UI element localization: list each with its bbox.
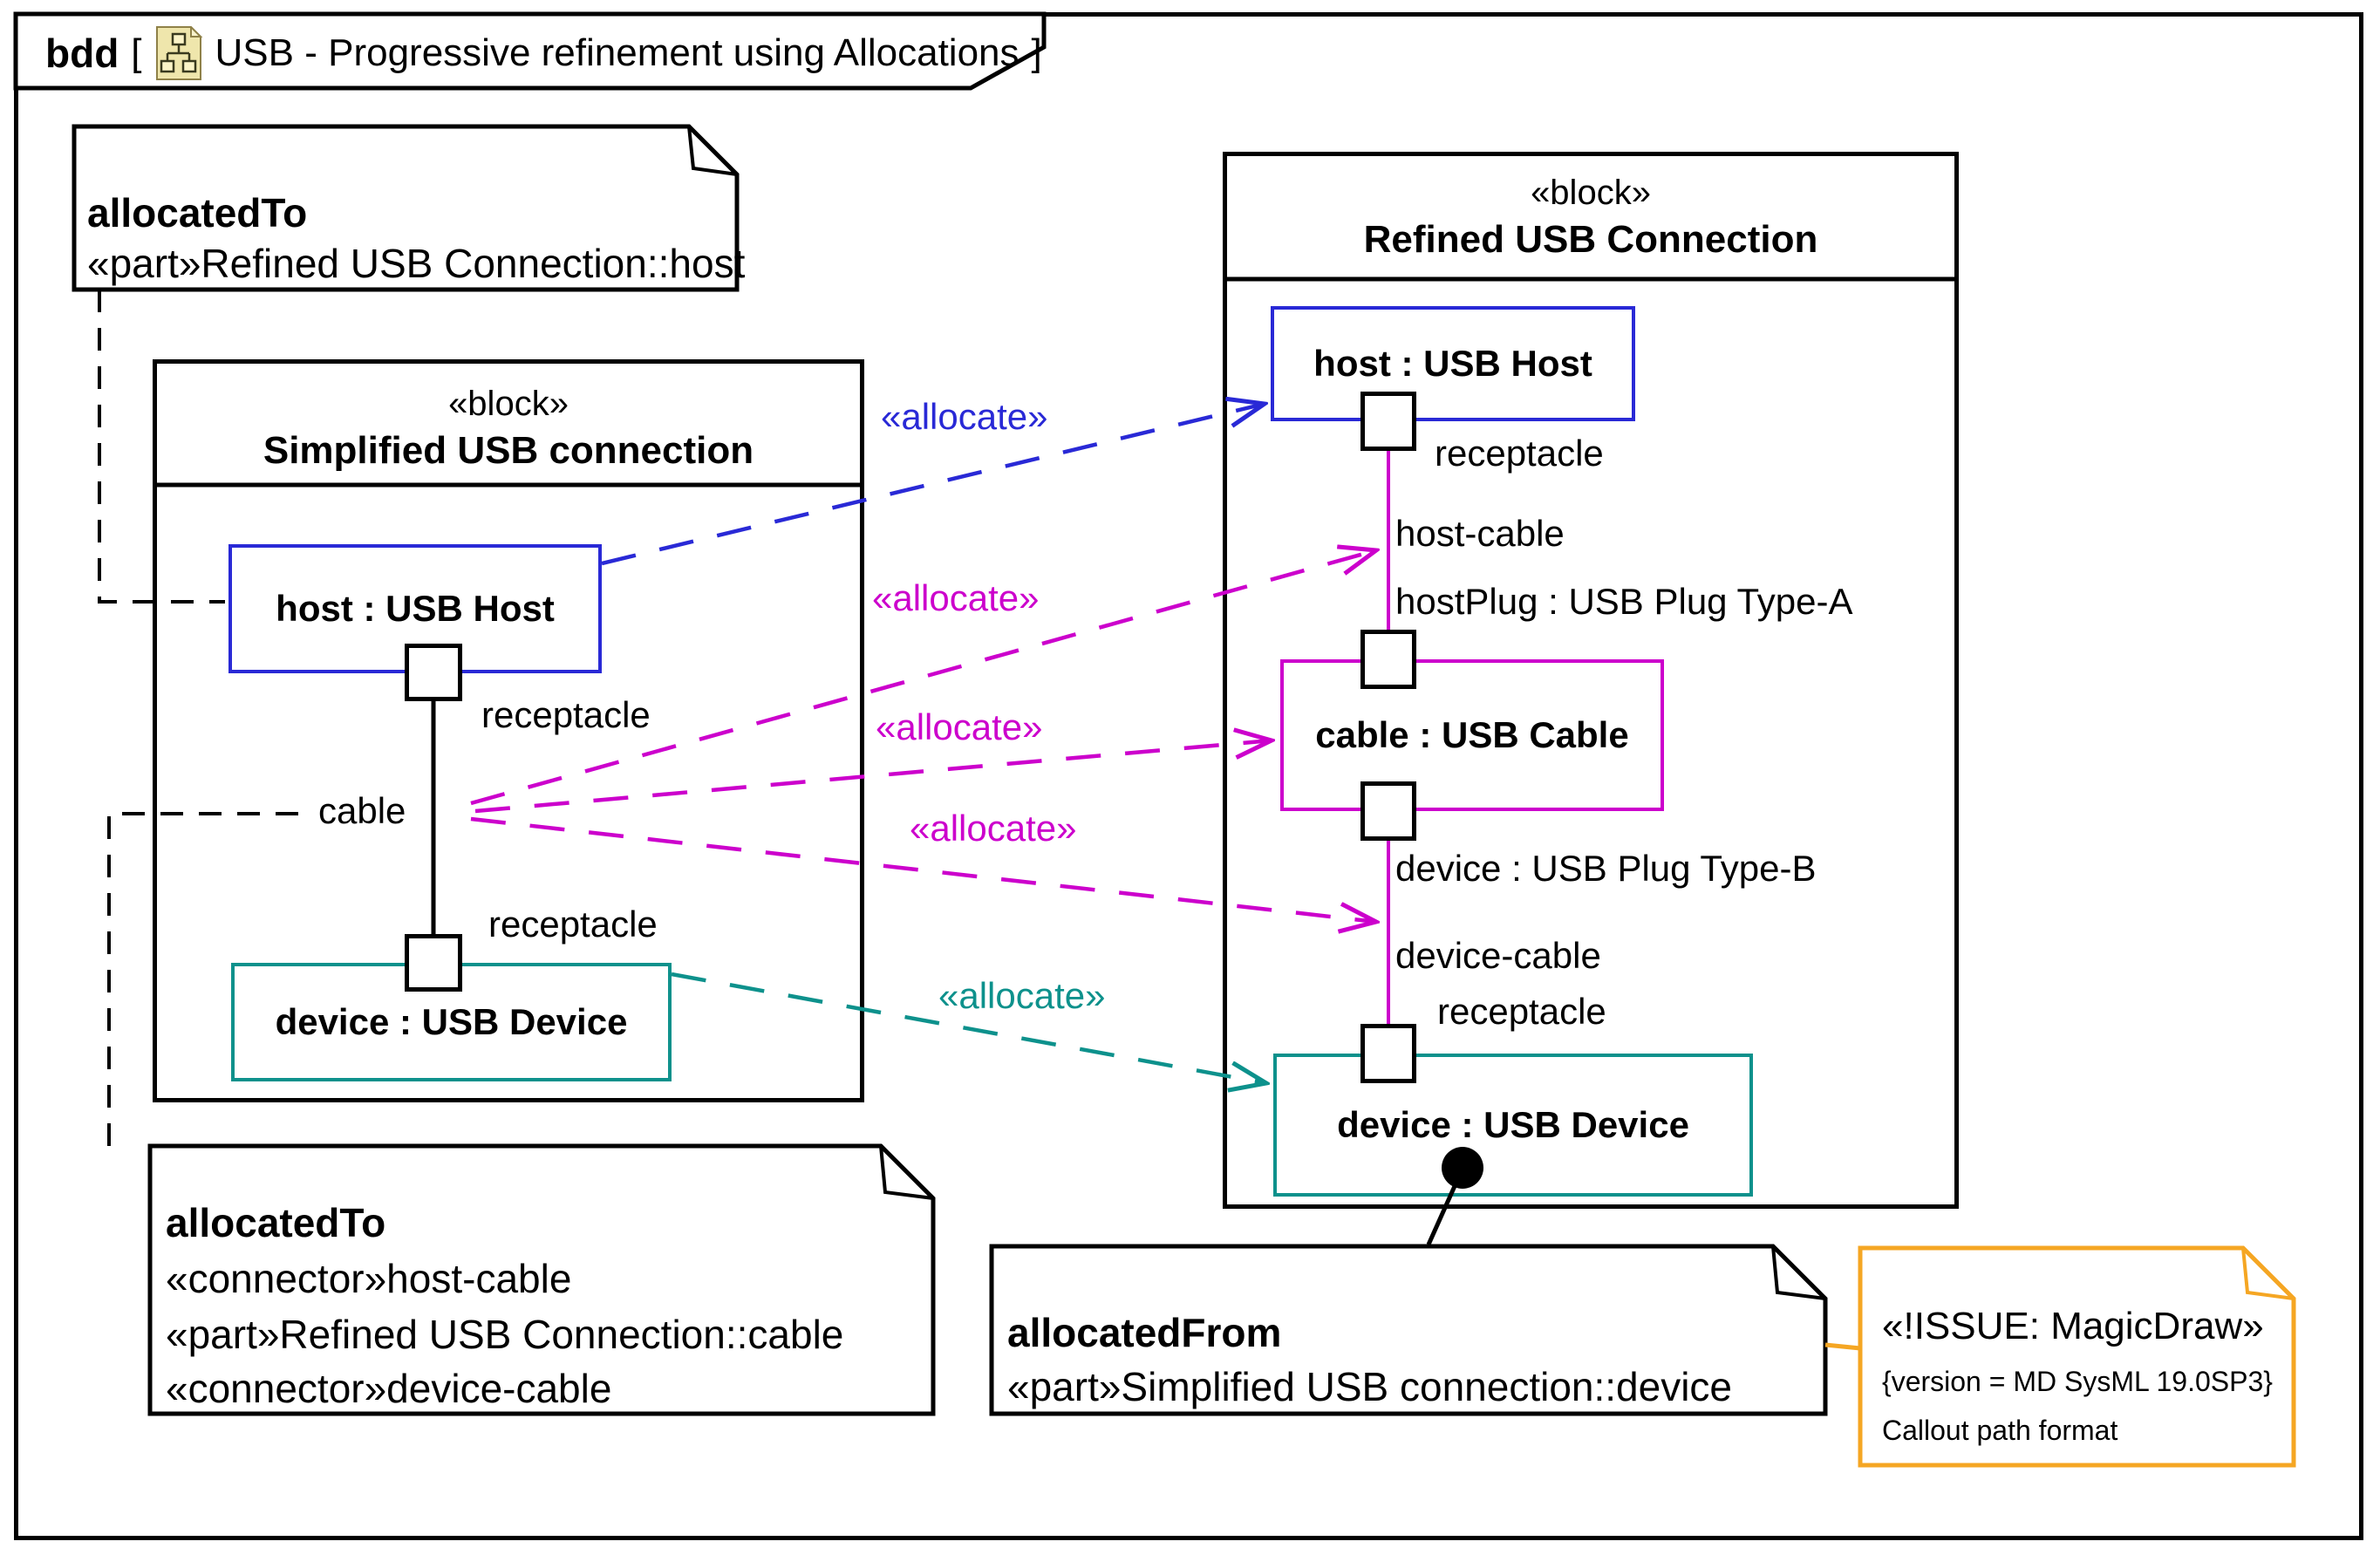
- port-simplified-device-receptacle[interactable]: [405, 934, 462, 992]
- label-refined-receptacle-top: receptacle: [1435, 433, 1604, 474]
- port-refined-device-receptacle[interactable]: [1360, 1024, 1416, 1083]
- diagram-header: bdd [ USB - Progressive refinement using…: [45, 24, 1042, 80]
- allocate-arrow-cable-to-host-cable[interactable]: [470, 550, 1376, 806]
- note-allocated-to-host[interactable]: [72, 124, 740, 292]
- note-allocated-to-cable-line2: «part»Refined USB Connection::cable: [166, 1312, 844, 1357]
- allocate-label-cable: «allocate»: [876, 706, 1043, 747]
- port-refined-cable-hostplug[interactable]: [1360, 630, 1416, 689]
- part-refined-device-label: device : USB Device: [1337, 1104, 1689, 1145]
- label-simplified-receptacle-top: receptacle: [481, 694, 651, 735]
- note-allocated-from-title: allocatedFrom: [1007, 1310, 1282, 1355]
- label-refined-device-cable[interactable]: device-cable: [1395, 935, 1601, 976]
- label-simplified-cable[interactable]: cable: [318, 790, 406, 831]
- label-refined-device-plug: device : USB Plug Type-B: [1395, 848, 1817, 889]
- part-refined-host-label: host : USB Host: [1313, 343, 1592, 384]
- label-simplified-receptacle-bottom: receptacle: [488, 904, 658, 945]
- simplified-block-name: Simplified USB connection: [263, 429, 754, 472]
- header-open-bracket: [: [131, 31, 142, 74]
- note-allocated-from-device[interactable]: [989, 1244, 1828, 1416]
- part-refined-cable[interactable]: cable : USB Cable: [1280, 659, 1664, 811]
- note-allocated-to-host-title: allocatedTo: [87, 190, 308, 235]
- allocate-label-device-cable: «allocate»: [910, 808, 1077, 849]
- label-refined-receptacle-bottom: receptacle: [1437, 991, 1606, 1032]
- port-simplified-host-receptacle[interactable]: [405, 644, 462, 701]
- part-refined-cable-label: cable : USB Cable: [1315, 714, 1629, 755]
- diagram-frame: [14, 12, 2363, 1540]
- allocate-label-host-cable: «allocate»: [872, 577, 1040, 618]
- note-allocated-to-cable-line1: «connector»host-cable: [166, 1256, 572, 1301]
- port-refined-cable-deviceplug[interactable]: [1360, 781, 1416, 841]
- note-allocated-to-cable-title: allocatedTo: [166, 1200, 386, 1245]
- issue-note-anchor-line: [1824, 1342, 1861, 1351]
- allocate-arrow-device[interactable]: [671, 972, 1266, 1083]
- anchor-allocated-to-host[interactable]: [98, 290, 225, 604]
- note-issue-magicdraw[interactable]: [1858, 1245, 2296, 1468]
- note-allocated-to-cable[interactable]: [147, 1143, 936, 1416]
- allocate-arrow-cable-to-cable[interactable]: [474, 740, 1272, 814]
- note-allocated-to-cable-line3: «connector»device-cable: [166, 1366, 612, 1411]
- allocate-arrow-cable-to-device-cable[interactable]: [470, 816, 1376, 922]
- refined-block-name: Refined USB Connection: [1363, 218, 1818, 261]
- diagram-header-tab: [13, 11, 1047, 91]
- simplified-stereotype: «block»: [448, 385, 569, 423]
- anchor-allocated-to-cable[interactable]: [107, 812, 305, 1146]
- port-refined-host-receptacle[interactable]: [1360, 392, 1416, 451]
- allocate-arrow-host[interactable]: [601, 404, 1265, 566]
- allocate-label-device: «allocate»: [938, 975, 1106, 1016]
- part-refined-host[interactable]: host : USB Host: [1271, 306, 1635, 421]
- diagram-kind-label: bdd: [45, 30, 119, 76]
- callout-ball-line: [1426, 1184, 1457, 1246]
- refined-stereotype: «block»: [1531, 174, 1651, 212]
- allocate-label-host: «allocate»: [881, 396, 1048, 437]
- label-refined-host-cable[interactable]: host-cable: [1395, 513, 1565, 554]
- part-simplified-host-label: host : USB Host: [276, 588, 555, 629]
- note-issue-line2: Callout path format: [1882, 1415, 2118, 1446]
- diagram-hierarchy-icon: [154, 24, 203, 80]
- part-simplified-device[interactable]: device : USB Device: [231, 963, 672, 1081]
- part-simplified-device-label: device : USB Device: [275, 1001, 628, 1042]
- header-close-bracket: ]: [1031, 31, 1042, 74]
- part-refined-device[interactable]: device : USB Device: [1273, 1054, 1753, 1197]
- note-issue-title: «!ISSUE: MagicDraw»: [1882, 1305, 2264, 1347]
- note-allocated-to-host-line: «part»Refined USB Connection::host: [87, 241, 746, 286]
- note-allocated-from-line: «part»Simplified USB connection::device: [1007, 1364, 1733, 1409]
- label-refined-host-plug: hostPlug : USB Plug Type-A: [1395, 581, 1853, 622]
- callout-ball[interactable]: [1442, 1147, 1483, 1189]
- diagram-name: USB - Progressive refinement using Alloc…: [215, 31, 1020, 74]
- note-issue-line1: {version = MD SysML 19.0SP3}: [1882, 1366, 2273, 1397]
